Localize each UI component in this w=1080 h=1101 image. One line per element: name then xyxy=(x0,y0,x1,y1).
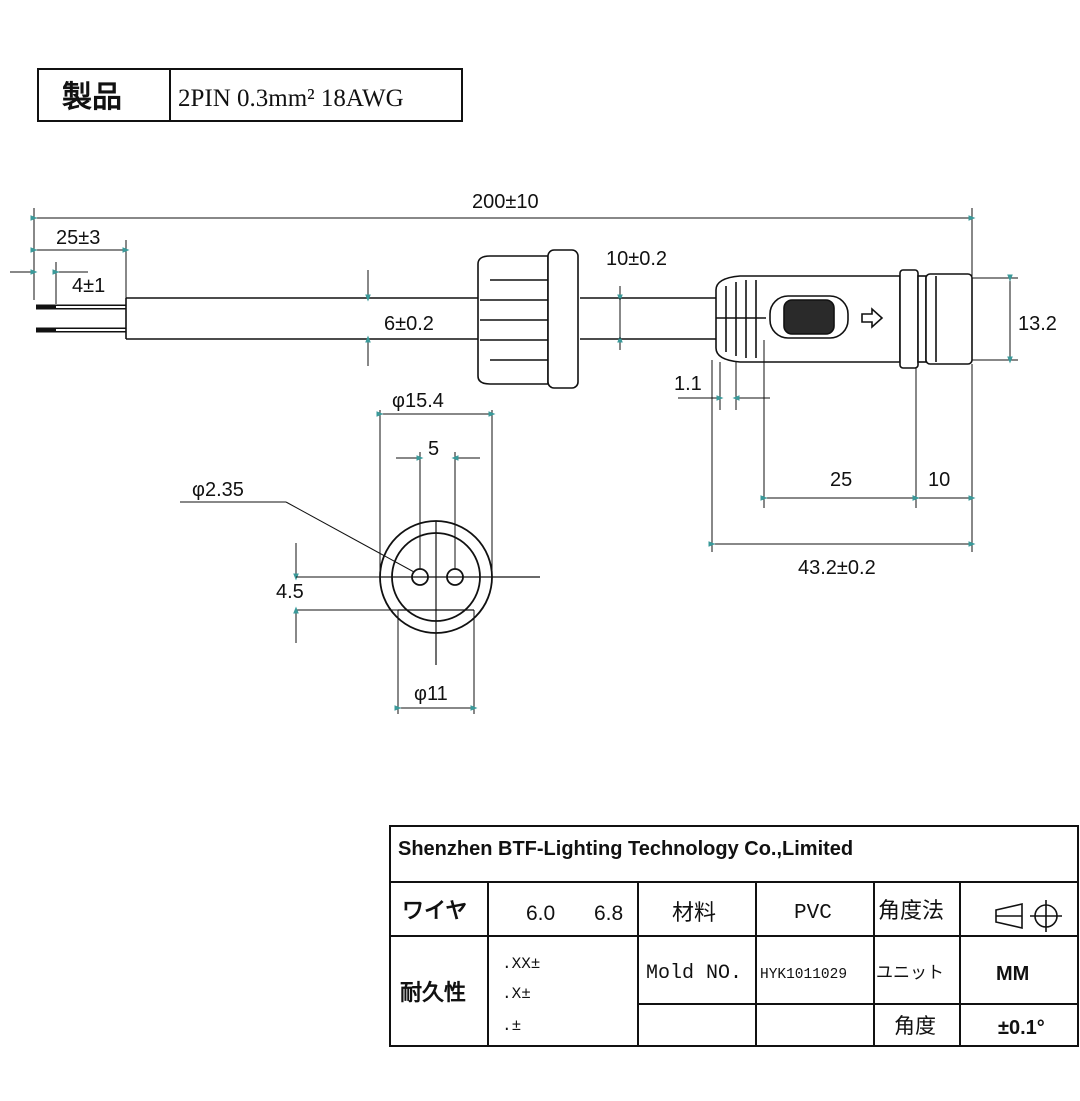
material-value: PVC xyxy=(794,902,832,925)
dim-pin-spacing: 5 xyxy=(428,438,439,460)
dim-cable-dia: 6±0.2 xyxy=(384,313,434,335)
durability-label: 耐久性 xyxy=(400,980,466,1006)
unit-value: MM xyxy=(996,963,1029,985)
wire-value-2: 6.8 xyxy=(594,902,623,925)
unit-label: ユニット xyxy=(876,963,944,983)
product-value: 2PIN 0.3mm² 18AWG xyxy=(178,85,404,112)
dim-key-offset: 4.5 xyxy=(276,581,304,603)
angle-method-label: 角度法 xyxy=(878,899,944,924)
angle-label: 角度 xyxy=(894,1014,936,1038)
projection-symbol-icon xyxy=(995,900,1062,932)
dim-strip-length: 25±3 xyxy=(56,227,100,249)
material-label: 材料 xyxy=(672,901,716,926)
dimension-lines xyxy=(10,208,1018,714)
cable-side-view xyxy=(36,297,716,340)
dim-len-10: 10 xyxy=(928,469,950,491)
mold-value: HYK1011029 xyxy=(760,967,847,983)
tolerance-0: .± xyxy=(502,1017,521,1035)
connector-body xyxy=(715,269,973,369)
tolerance-xx: .XX± xyxy=(502,955,540,973)
dim-pin-strip: 4±1 xyxy=(72,275,105,297)
mold-label: Mold NO. xyxy=(646,962,742,985)
title-block: Shenzhen BTF-Lighting Technology Co.,Lim… xyxy=(389,825,1079,1047)
dim-nut-gap: 10±0.2 xyxy=(606,248,667,270)
dim-len-25: 25 xyxy=(830,469,852,491)
wire-label: ワイヤ xyxy=(402,899,467,924)
nut xyxy=(477,249,579,389)
tolerance-x: .X± xyxy=(502,985,531,1003)
dim-pin-dia: φ2.35 xyxy=(192,479,244,501)
dim-rib: 1.1 xyxy=(674,373,702,395)
dim-total-length: 200±10 xyxy=(472,191,539,213)
dim-body-dia: φ11 xyxy=(414,683,448,705)
dim-connector-length: 43.2±0.2 xyxy=(798,557,876,579)
product-label: 製品 xyxy=(62,80,122,115)
dim-connector-dia: 13.2 xyxy=(1018,313,1057,335)
dimension-labels: 200±10 25±3 4±1 6±0.2 10±0.2 13.2 1.1 φ1… xyxy=(56,191,1057,705)
dim-nut-outer-dia: φ15.4 xyxy=(392,390,444,412)
wire-value-1: 6.0 xyxy=(526,902,555,925)
company-name: Shenzhen BTF-Lighting Technology Co.,Lim… xyxy=(398,838,853,860)
angle-value: ±0.1° xyxy=(998,1017,1045,1039)
front-view xyxy=(180,501,540,665)
product-box: 製品 2PIN 0.3mm² 18AWG xyxy=(37,68,463,122)
